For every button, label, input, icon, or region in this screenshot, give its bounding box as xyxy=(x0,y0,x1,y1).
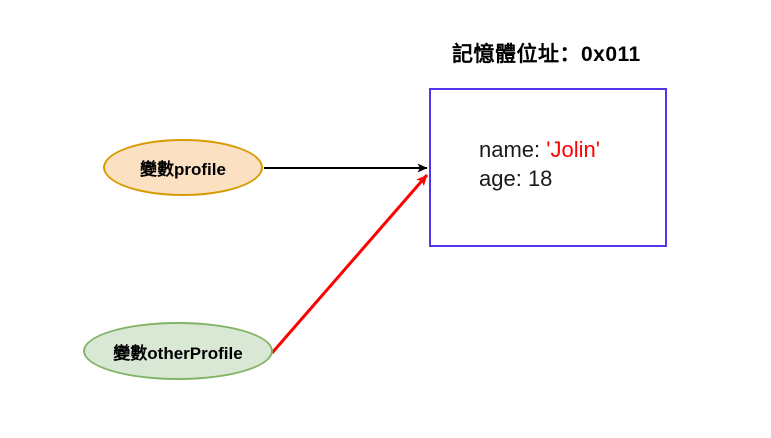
property-name: name: 'Jolin' xyxy=(479,135,600,164)
memory-address-label: 記憶體位址：0x011 xyxy=(452,43,641,66)
object-properties: name: 'Jolin' age: 18 xyxy=(479,135,600,193)
property-age: age: 18 xyxy=(479,164,600,193)
object-box: name: 'Jolin' age: 18 xyxy=(429,88,667,247)
property-name-value: 'Jolin' xyxy=(546,137,600,162)
property-age-value: 18 xyxy=(527,166,553,191)
edge-other-profile-to-object xyxy=(270,174,429,354)
node-variable-profile: 變數profile xyxy=(103,139,263,196)
node-variable-other-profile: 變數otherProfile xyxy=(83,322,273,380)
property-age-key: age: xyxy=(479,166,528,191)
node-variable-profile-label: 變數profile xyxy=(140,160,226,179)
property-name-key: name: xyxy=(479,137,547,162)
node-variable-other-profile-label: 變數otherProfile xyxy=(113,343,243,363)
